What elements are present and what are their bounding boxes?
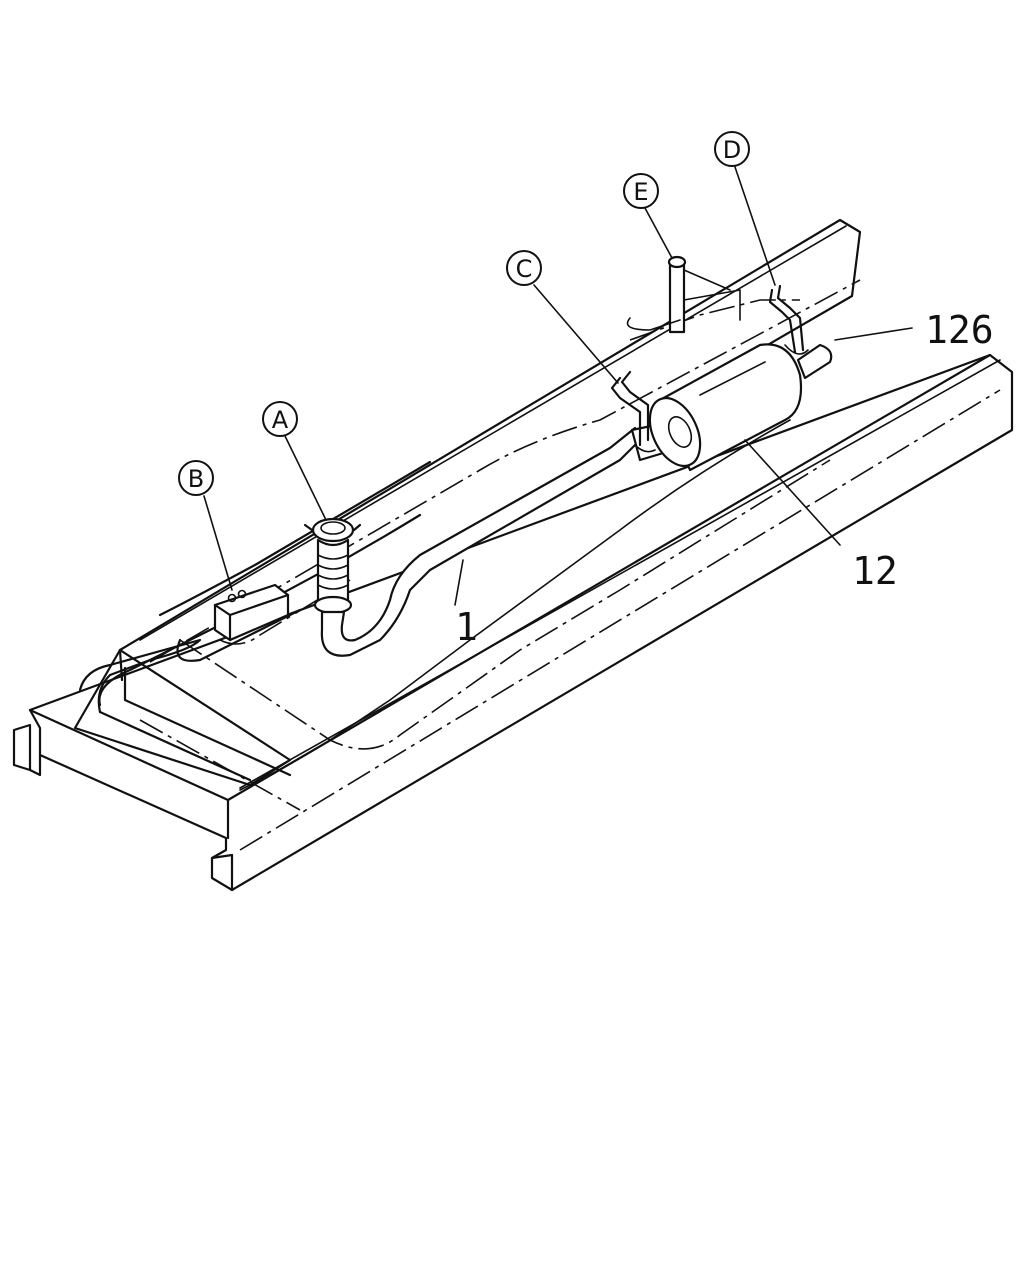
callout-c: C (506, 250, 542, 286)
callout-b: B (178, 460, 214, 496)
hanger-c (610, 370, 656, 453)
hanger-e (626, 255, 741, 334)
chassis-frame (12, 218, 1014, 892)
callout-d-label: D (723, 136, 741, 164)
callout-c-label: C (516, 255, 533, 283)
callout-e-label: E (633, 178, 648, 206)
part-number-exhaust-pipe: 1 (455, 605, 478, 649)
callout-a: A (262, 401, 298, 437)
callout-d: D (714, 131, 750, 167)
bracket-b (213, 583, 290, 642)
part-number-muffler: 12 (852, 549, 898, 593)
leader-lines (203, 166, 913, 606)
callout-b-label: B (188, 465, 204, 493)
muffler (630, 343, 833, 472)
callout-e: E (623, 173, 659, 209)
callout-a-label: A (272, 406, 289, 434)
part-number-tail-pipe: 126 (925, 308, 994, 352)
hanger-d (768, 284, 809, 355)
front-pipe-flex-joint (303, 426, 642, 657)
